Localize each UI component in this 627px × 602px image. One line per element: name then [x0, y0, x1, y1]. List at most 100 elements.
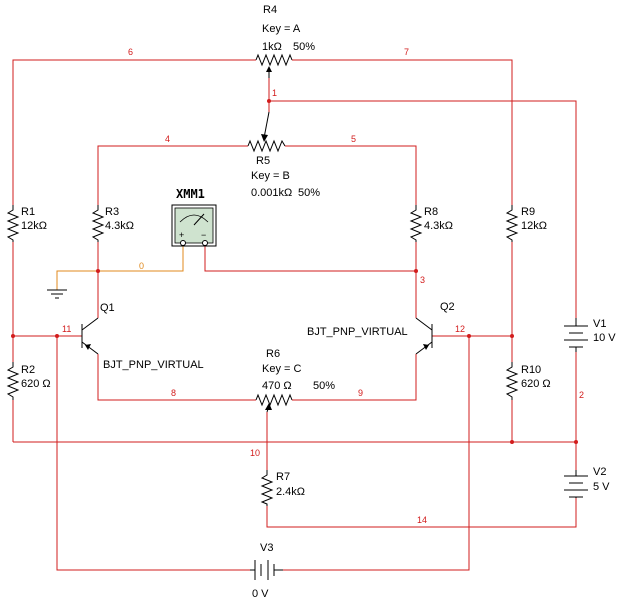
- net-label: 7: [404, 47, 409, 57]
- junction-dot: [55, 334, 59, 338]
- resistor-r9[interactable]: R9 12kΩ: [505, 205, 547, 242]
- v3-ref: V3: [260, 542, 273, 554]
- wiper-line: [263, 111, 270, 139]
- r5-ref: R5: [256, 155, 270, 167]
- wire-net-3: [204, 246, 416, 272]
- r5-value: 0.001kΩ: [251, 187, 292, 199]
- r5-key: Key = B: [251, 170, 290, 182]
- junction-dot: [267, 99, 271, 103]
- battery-v1[interactable]: V1 10 V: [564, 318, 616, 352]
- r6-key: Key = C: [262, 363, 301, 375]
- q1-ref: Q1: [100, 302, 115, 314]
- resistor-zigzag: [6, 362, 20, 400]
- junction-dot: [11, 334, 15, 338]
- wire-v3-left: [56, 336, 250, 571]
- junctions: [11, 99, 578, 444]
- resistor-r10[interactable]: R10 620 Ω: [505, 362, 551, 400]
- junction-dot: [574, 440, 578, 444]
- resistor-zigzag: [6, 205, 20, 242]
- r6-value: 470 Ω: [262, 380, 292, 392]
- net-label: 2: [579, 390, 584, 400]
- net-label: 11: [62, 324, 71, 334]
- v2-ref: V2: [593, 466, 606, 478]
- r2-ref: R2: [21, 364, 35, 376]
- wire-net-4: [97, 145, 248, 205]
- r4-value: 1kΩ: [262, 41, 282, 53]
- wire-net-0: [56, 246, 184, 290]
- q2-model: BJT_PNP_VIRTUAL: [307, 326, 408, 338]
- wires: [12, 59, 577, 571]
- emitter-lead: [415, 341, 433, 355]
- wire-net-8: [97, 354, 256, 401]
- junction-dot: [414, 269, 418, 273]
- r3-value: 4.3kΩ: [105, 220, 134, 232]
- potentiometer-r4[interactable]: R4 Key = A 1kΩ 50%: [255, 4, 315, 78]
- resistor-zigzag: [505, 362, 519, 400]
- r9-ref: R9: [521, 206, 535, 218]
- junction-dot: [510, 440, 514, 444]
- transistor-q2[interactable]: Q2 BJT_PNP_VIRTUAL: [307, 301, 455, 355]
- meter-scale: [179, 214, 209, 223]
- net-label: 4: [165, 134, 170, 144]
- probe-terminal-minus[interactable]: [202, 240, 208, 246]
- r2-value: 620 Ω: [21, 378, 51, 390]
- r8-ref: R8: [424, 206, 438, 218]
- xmm1-ref: XMM1: [176, 187, 205, 201]
- resistor-zigzag: [255, 53, 293, 67]
- emitter-lead: [81, 341, 99, 355]
- r4-percent: 50%: [293, 41, 315, 53]
- resistor-zigzag: [91, 205, 105, 242]
- r6-ref: R6: [266, 348, 280, 360]
- wire-net-1: [268, 73, 577, 318]
- resistor-zigzag: [247, 139, 286, 153]
- multimeter-xmm1[interactable]: XMM1 + −: [171, 187, 217, 247]
- junction-dot: [96, 269, 100, 273]
- xmm1-minus: −: [201, 230, 206, 240]
- net-labels: 6 7 1 4 5 0 3 11 12 8 9 2 10 14: [62, 47, 584, 525]
- r1-ref: R1: [21, 206, 35, 218]
- net-label: 3: [420, 275, 425, 285]
- probe-terminal-plus[interactable]: [180, 240, 186, 246]
- potentiometer-r6[interactable]: R6 Key = C 470 Ω 50%: [255, 348, 335, 413]
- r6-percent: 50%: [313, 380, 335, 392]
- resistor-r2[interactable]: R2 620 Ω: [6, 362, 51, 400]
- collector-lead: [415, 317, 433, 331]
- wiper-arrow-icon: [265, 403, 272, 410]
- wire-net-14: [266, 498, 577, 528]
- r7-value: 2.4kΩ: [276, 486, 305, 498]
- wire-net-9: [292, 354, 417, 401]
- xmm1-plus: +: [179, 230, 184, 240]
- net-label: 8: [171, 388, 176, 398]
- v2-value: 5 V: [593, 481, 610, 493]
- resistor-r7[interactable]: R7 2.4kΩ: [260, 470, 305, 506]
- emitter-arrow-icon: [85, 344, 91, 350]
- potentiometer-r5[interactable]: R5 Key = B 0.001kΩ 50%: [247, 111, 320, 199]
- net-label: 6: [128, 47, 133, 57]
- v3-value: 0 V: [252, 588, 269, 600]
- r4-key: Key = A: [262, 23, 301, 35]
- wire-v3-right: [283, 336, 470, 571]
- transistor-q1[interactable]: Q1 BJT_PNP_VIRTUAL: [81, 302, 204, 371]
- battery-v3[interactable]: V3 0 V: [250, 542, 283, 600]
- r4-ref: R4: [263, 4, 277, 16]
- resistor-r8[interactable]: R8 4.3kΩ: [409, 205, 453, 242]
- emitter-arrow-icon: [423, 344, 429, 350]
- net-label: 0: [139, 261, 144, 271]
- net-label: 10: [250, 448, 260, 458]
- q1-model: BJT_PNP_VIRTUAL: [103, 359, 204, 371]
- r3-ref: R3: [105, 206, 119, 218]
- v1-value: 10 V: [593, 332, 616, 344]
- battery-v2[interactable]: V2 5 V: [564, 466, 610, 498]
- wire-net-5: [285, 145, 417, 205]
- resistor-r3[interactable]: R3 4.3kΩ: [91, 205, 134, 242]
- wire-net-7: [292, 59, 513, 205]
- r1-value: 12kΩ: [21, 220, 47, 232]
- meter-face: [174, 207, 214, 244]
- r8-value: 4.3kΩ: [424, 220, 453, 232]
- resistor-r1[interactable]: R1 12kΩ: [6, 205, 47, 242]
- wiper-arrow-icon: [266, 66, 272, 72]
- r10-value: 620 Ω: [521, 378, 551, 390]
- r9-value: 12kΩ: [521, 220, 547, 232]
- junction-dot: [467, 334, 471, 338]
